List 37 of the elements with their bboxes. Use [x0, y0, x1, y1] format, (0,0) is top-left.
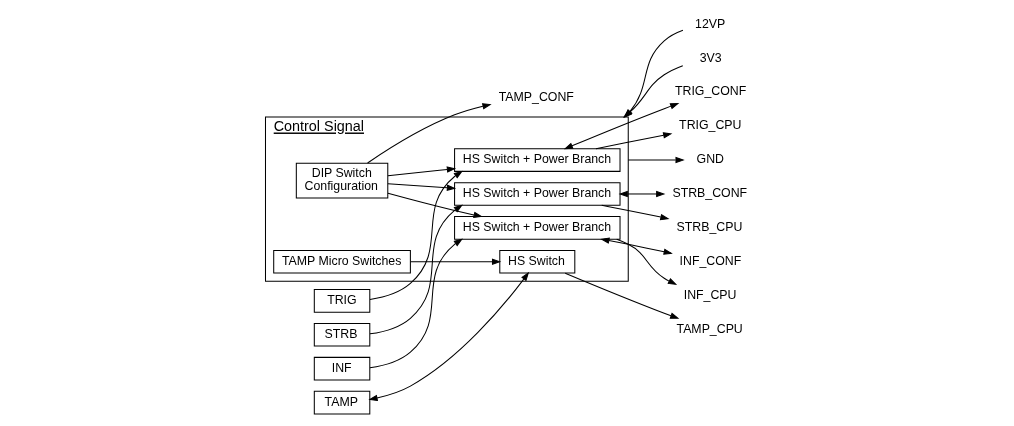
arrow — [368, 204, 463, 334]
node-box: STRB — [313, 322, 370, 347]
arrow — [615, 238, 677, 285]
node-text: INF_CPU — [683, 287, 736, 302]
node-box: TRIG — [313, 288, 370, 313]
arrow — [386, 182, 456, 191]
arrow — [594, 131, 672, 149]
node-box: DIP Switch Configuration — [295, 162, 388, 199]
node-text: STRB_CPU — [676, 219, 742, 234]
node-text: INF_CONF — [679, 253, 741, 268]
node-box: TAMP — [313, 390, 370, 414]
arrow — [564, 272, 679, 319]
arrow — [386, 165, 456, 176]
node-text: GND — [696, 151, 724, 166]
arrow — [563, 102, 679, 149]
arrow — [627, 156, 685, 163]
arrow — [599, 236, 673, 255]
node-text: 12VP — [694, 16, 725, 31]
arrow — [368, 237, 463, 368]
node-text: STRB_CONF — [671, 185, 747, 200]
node-text: TAMP_CONF — [498, 89, 574, 104]
node-box: HS Switch + Power Branch — [453, 215, 621, 240]
arrow — [409, 258, 501, 265]
arrow — [618, 190, 665, 197]
node-text: TRIG_CONF — [674, 83, 746, 98]
arrow — [368, 170, 463, 300]
arrow — [366, 102, 492, 164]
node-text: 3V3 — [699, 50, 722, 65]
node-text: TAMP_CPU — [676, 321, 743, 336]
arrow — [367, 271, 529, 401]
node-box: HS Switch — [498, 249, 575, 274]
node-box: TAMP Micro Switches — [272, 249, 411, 274]
node-box: HS Switch + Power Branch — [453, 147, 621, 172]
node-box: HS Switch + Power Branch — [453, 181, 621, 206]
arrow — [386, 192, 483, 218]
node-text: TRIG_CPU — [678, 117, 741, 132]
node-box: INF — [313, 356, 370, 380]
